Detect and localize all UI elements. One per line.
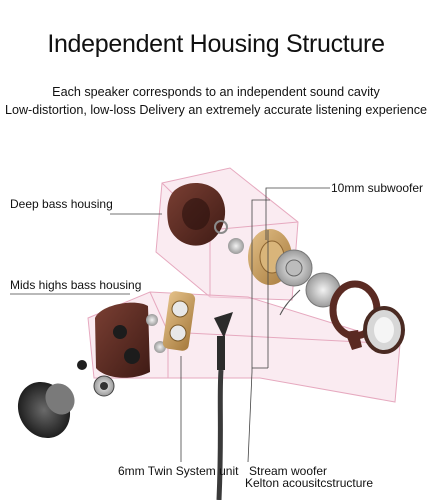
nozzle-part-1 [77, 360, 87, 370]
stream-woofer-leader [247, 199, 270, 463]
silver-end-ring [363, 306, 405, 354]
stream-woofer-text: Stream woofer [249, 464, 328, 478]
ring-small-1 [214, 220, 228, 234]
stream-woofer-label: Stream woofer Kelton acousitcstructure [245, 465, 373, 489]
mids-highs-label: Mids highs bass housing [10, 278, 142, 292]
twin-driver-1 [146, 314, 158, 326]
deep-bass-housing [167, 183, 226, 246]
deep-bass-label: Deep bass housing [10, 197, 113, 211]
subwoofer-leader [265, 187, 330, 240]
kelton-text: Kelton acousitcstructure [245, 476, 374, 490]
ear-tip [17, 381, 75, 439]
twin-system-gold-plate [162, 291, 196, 351]
mids-highs-housing [95, 302, 150, 378]
subwoofer-label: 10mm subwoofer [331, 181, 424, 195]
subtitle-line-2: Low-distortion, low-loss Delivery an ext… [4, 103, 428, 117]
page-title: Independent Housing Structure [47, 30, 385, 58]
twin-unit-label: 6mm Twin System unit [118, 464, 239, 478]
subtitle-line-1: Each speaker corresponds to an independe… [52, 85, 380, 99]
cable [214, 312, 233, 500]
ring-small-2 [228, 238, 244, 254]
subwoofer-diaphragm [275, 249, 313, 287]
internal-wire [279, 289, 301, 316]
